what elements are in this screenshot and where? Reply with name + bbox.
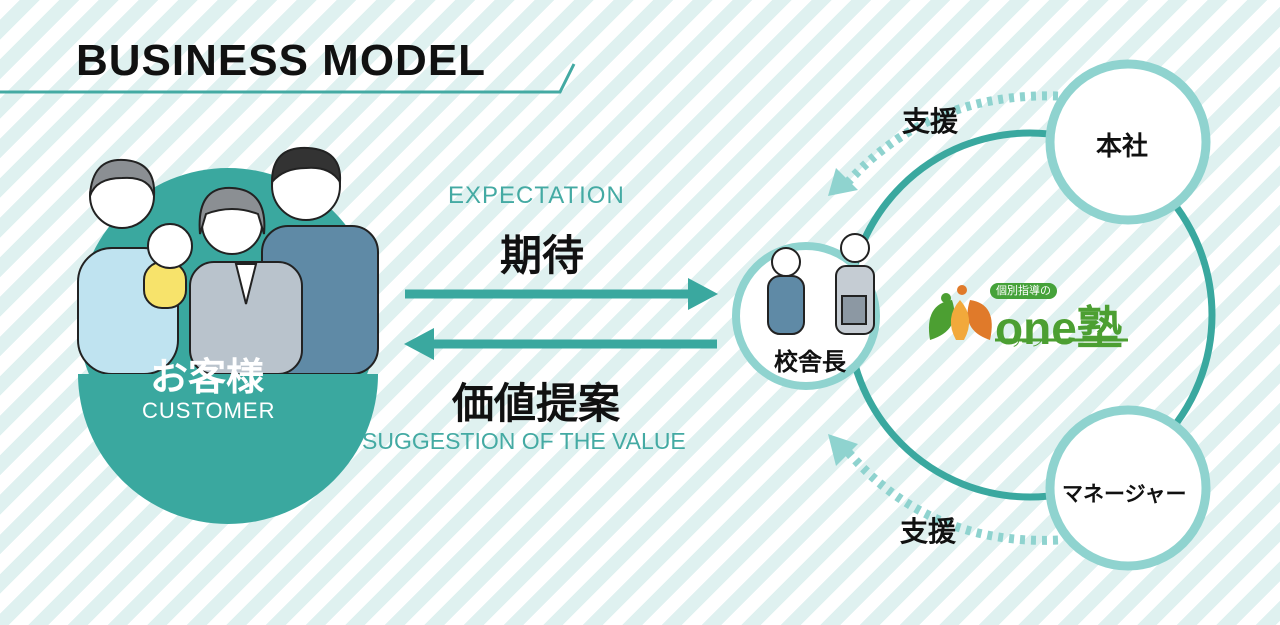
staff-illustration xyxy=(767,233,875,335)
logo-tagline: 個別指導の xyxy=(990,283,1057,299)
principal-label: 校舎長 xyxy=(774,348,846,376)
expectation-label-en: EXPECTATION xyxy=(448,182,625,209)
logo-leaf-icon xyxy=(928,285,992,340)
customer-label-jp: お客様 xyxy=(150,355,265,399)
family-illustration xyxy=(77,146,379,375)
logo-reading: ワーン xyxy=(1010,336,1043,349)
manager-label: マネージャー xyxy=(1062,482,1187,506)
support-top-label: 支援 xyxy=(902,105,959,138)
headquarters-label: 本社 xyxy=(1096,132,1149,162)
logo-name: one塾 xyxy=(995,302,1123,354)
customer-label-band xyxy=(78,374,378,524)
suggestion-label-jp: 価値提案 xyxy=(452,379,621,428)
title-underline xyxy=(0,63,576,94)
support-bottom-label: 支援 xyxy=(900,515,957,548)
suggestion-arrow xyxy=(404,328,717,360)
suggestion-label-en: SUGGESTION OF THE VALUE xyxy=(362,428,686,454)
page-title: BUSINESS MODEL xyxy=(76,36,487,85)
expectation-label-jp: 期待 xyxy=(500,231,585,280)
manager-circle xyxy=(1045,405,1211,571)
headquarters-circle xyxy=(1045,59,1211,225)
customer-label-en: CUSTOMER xyxy=(142,398,276,423)
expectation-arrow xyxy=(405,278,718,310)
